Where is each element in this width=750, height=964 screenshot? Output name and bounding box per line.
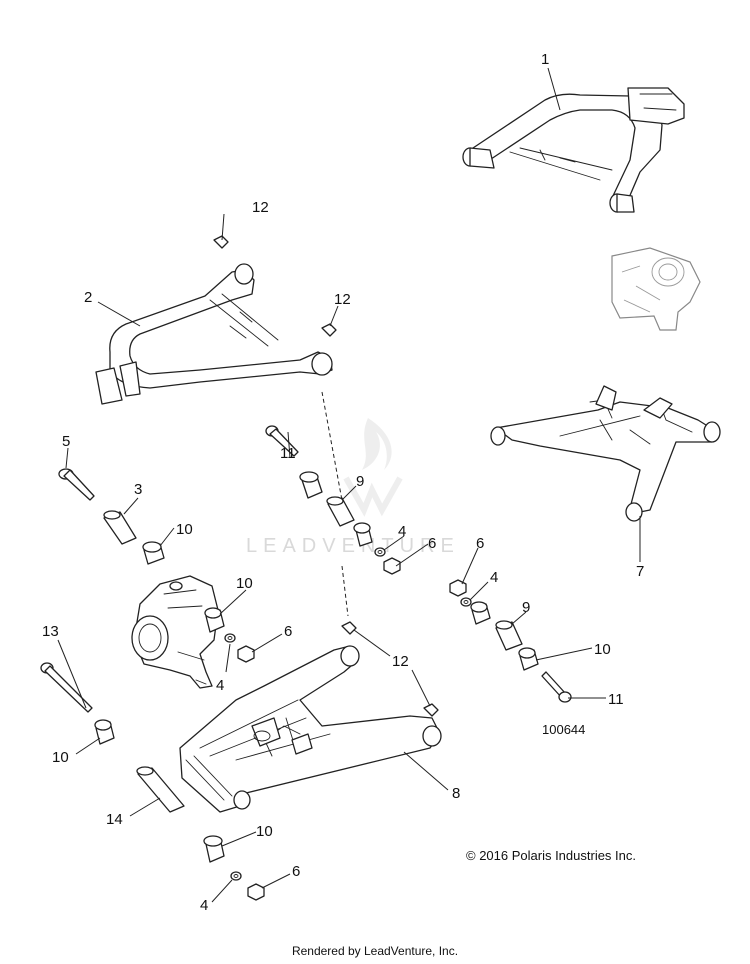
callout-3: 3 [134,481,142,498]
bushing-part-10-g [94,719,115,745]
lower-a-arm-part-8 [179,645,442,813]
bushing-part-10-d [470,601,491,625]
bolt-part-11-a [265,425,299,457]
callout-10-c: 10 [594,641,611,658]
callout-12-b: 12 [334,291,351,308]
leader-lines [57,67,641,903]
sleeve-part-3 [103,510,137,545]
watermark-logo-icon [343,418,403,517]
bearing-carrier-reference [611,247,701,331]
watermark-text: LEADVENTURE [246,535,460,557]
leader-dashed-lower [341,565,349,617]
bushing-part-10-a [142,541,165,565]
clip-part-12-c [341,621,357,635]
callout-4-c: 4 [216,677,224,694]
callout-9-b: 9 [522,599,530,616]
callout-4-d: 4 [200,897,208,914]
washer-part-4-b [460,597,472,607]
nut-part-6-d [247,883,265,901]
nut-part-6-b [449,579,467,597]
bolt-part-5 [58,468,95,501]
nut-part-6-c [237,645,255,663]
bushing-part-10-c [353,522,373,547]
callout-10-b: 10 [236,575,253,592]
callout-6-b: 6 [476,535,484,552]
figure-number: 100644 [542,722,585,737]
bolt-part-13 [40,662,93,713]
bushing-part-10-h [203,835,225,863]
bushing-part-10-b [299,471,323,499]
callout-1: 1 [541,51,549,68]
callout-10-a: 10 [176,521,193,538]
callout-12-c: 12 [392,653,409,670]
clip-part-12-b [321,323,337,337]
callout-11-b: 11 [608,691,624,708]
callout-11-a: 11 [280,445,296,462]
bolt-part-11-b [541,671,572,703]
callout-13: 13 [42,623,59,640]
leader-dashed-upper [321,391,347,523]
bushing-part-10-e [518,647,539,671]
clip-part-12-d [423,703,439,717]
callout-8: 8 [452,785,460,802]
upper-a-arm-part-1 [462,87,685,213]
callout-4-a: 4 [398,523,406,540]
washer-part-4-d [230,871,242,881]
upper-a-arm-part-2 [95,263,333,405]
callout-14: 14 [106,811,123,828]
callout-12-a: 12 [252,199,269,216]
callout-10-e: 10 [256,823,273,840]
callout-6-a: 6 [428,535,436,552]
rendered-by-footer: Rendered by LeadVenture, Inc. [291,944,459,958]
sleeve-part-9-a [326,496,355,527]
sleeve-part-9-b [495,620,523,651]
callout-2: 2 [84,289,92,306]
callout-10-d: 10 [52,749,69,766]
nut-part-6-a [383,557,401,575]
bushing-part-10-f [204,607,225,633]
copyright-text: © 2016 Polaris Industries Inc. [466,848,636,863]
lower-a-arm-part-7 [490,385,721,522]
washer-part-4-c [224,633,236,643]
callout-4-b: 4 [490,569,498,586]
callout-7: 7 [636,563,644,580]
callout-6-c: 6 [284,623,292,640]
sleeve-part-14 [136,766,185,813]
callout-labels: 1 2 3 4 4 4 4 5 6 6 6 6 7 8 9 9 10 10 10… [42,51,644,914]
callout-6-d: 6 [292,863,300,880]
washer-part-4-a [374,547,386,557]
callout-5: 5 [62,433,70,450]
clip-part-12-a [213,235,229,249]
bearing-carrier [131,575,219,689]
callout-9-a: 9 [356,473,364,490]
